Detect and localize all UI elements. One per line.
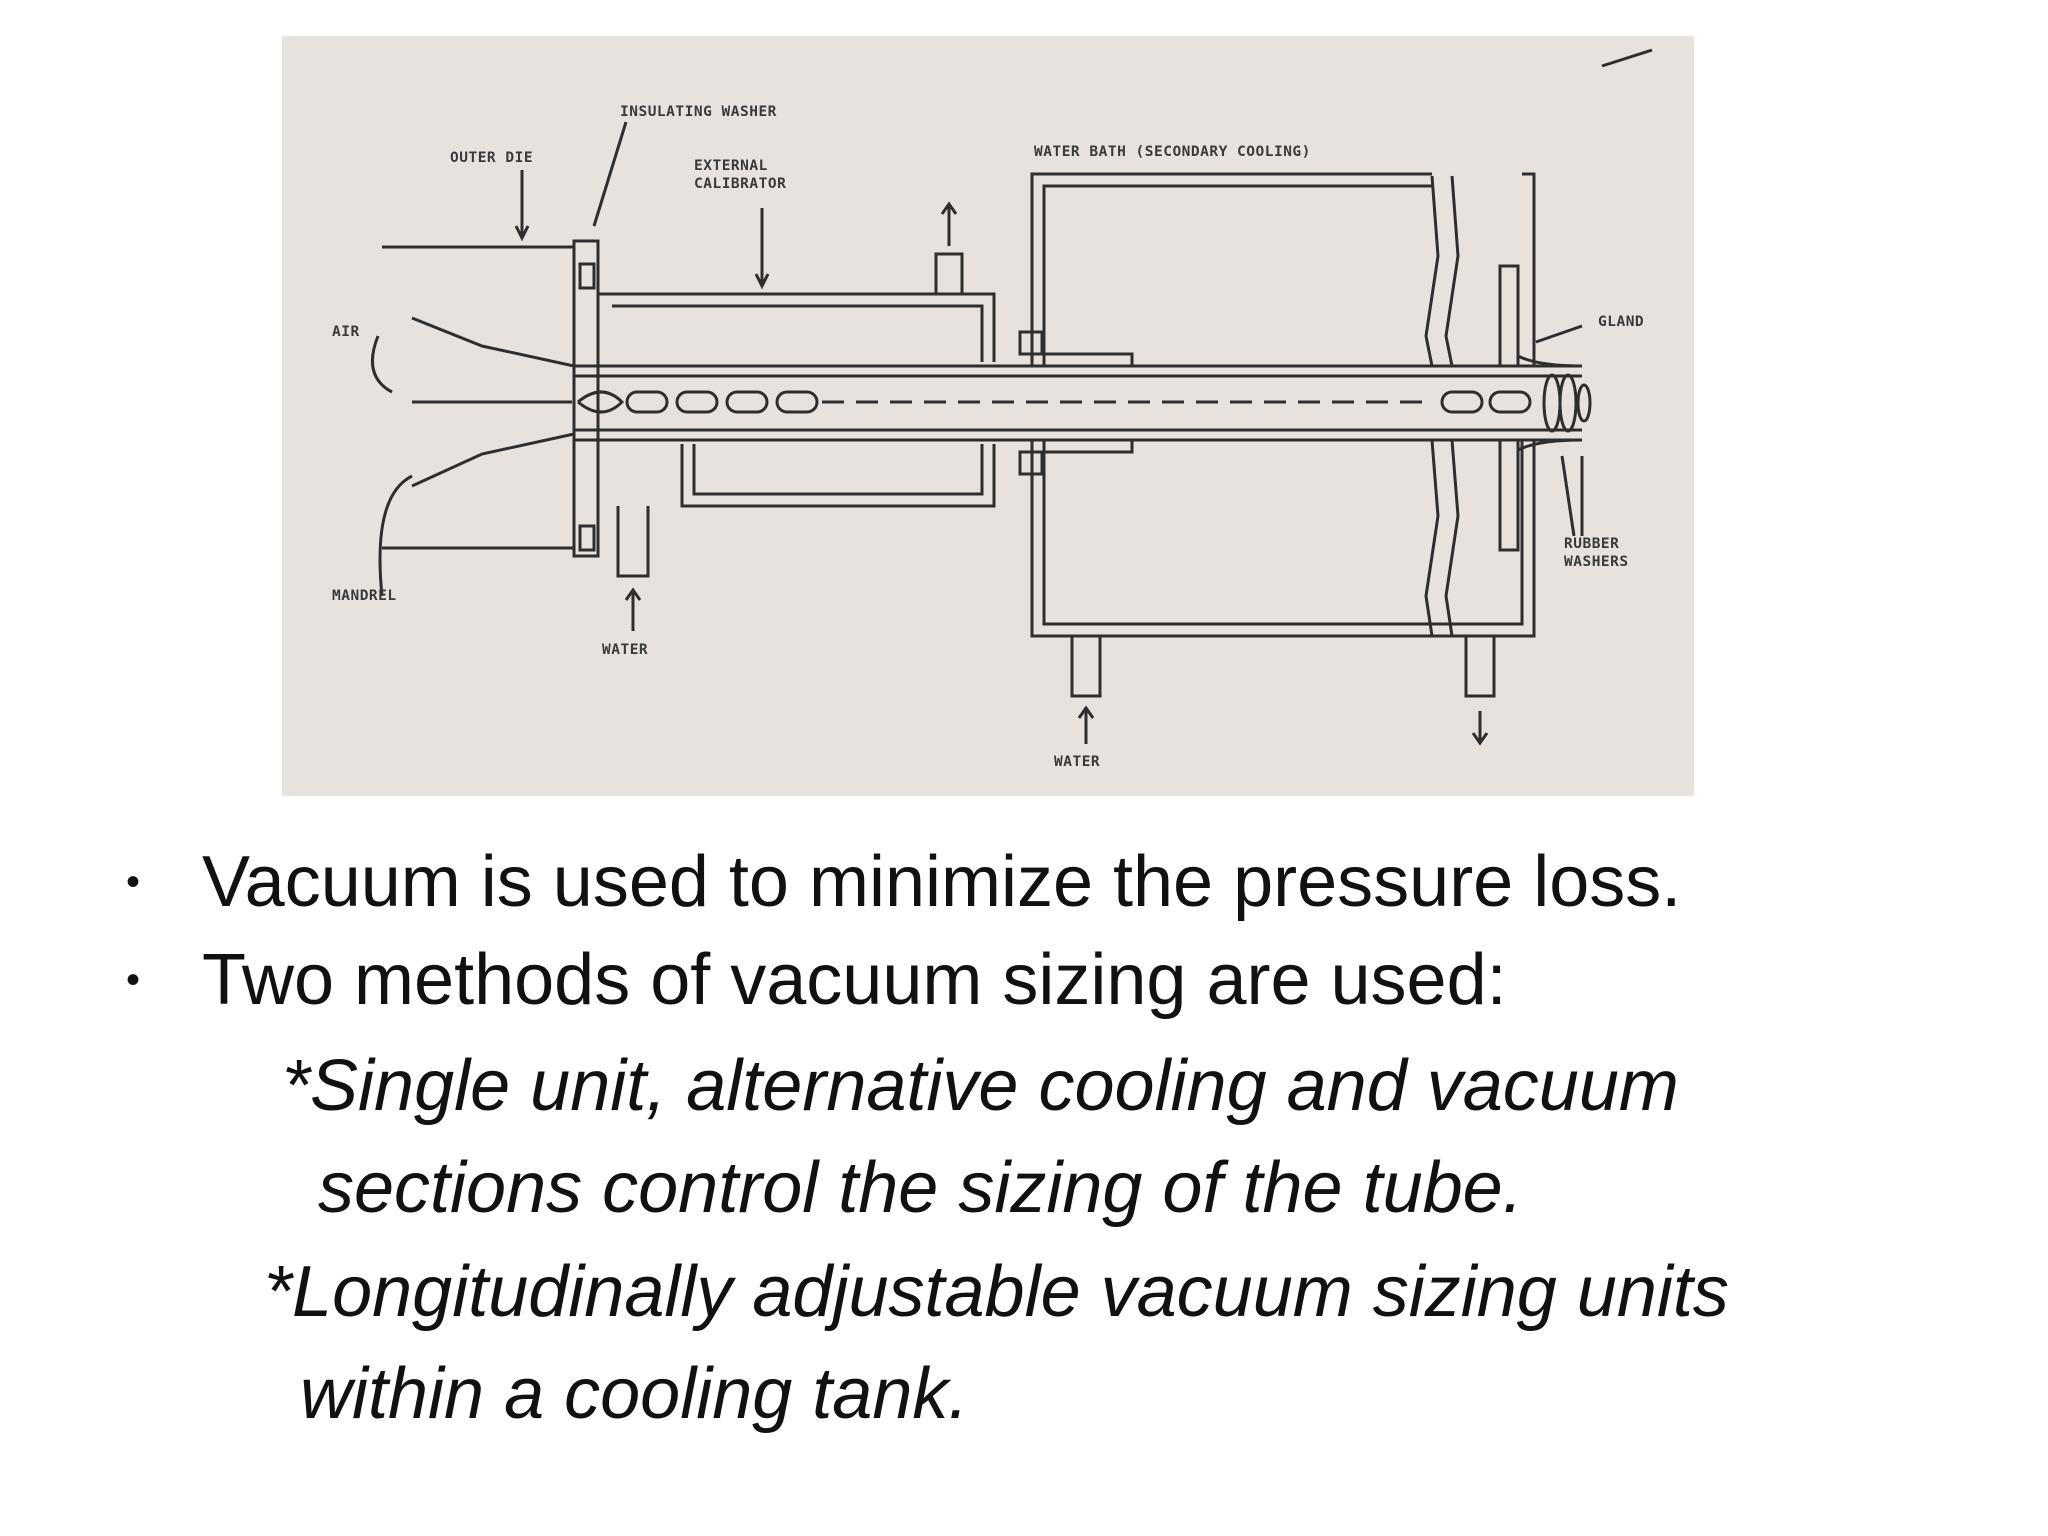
label-water-center: WATER <box>1054 754 1100 770</box>
rubber-washer-3 <box>1576 383 1592 423</box>
bullet-text: Vacuum is used to minimize the pressure … <box>202 842 1682 922</box>
rubber-washer-1 <box>1542 373 1562 433</box>
calibrator-lower <box>680 444 996 508</box>
water-bath-tank-upper <box>1030 172 1432 366</box>
label-outer-die: OUTER DIE <box>450 150 533 166</box>
calibrator-upper <box>598 292 996 362</box>
label-washers: WASHERS <box>1564 554 1629 570</box>
gland-upper <box>1498 264 1520 368</box>
label-insulating-washer: INSULATING WASHER <box>620 104 777 120</box>
air-inlet-lower <box>411 432 575 488</box>
sub-item-text: sections control the sizing of the tube. <box>318 1148 1523 1228</box>
label-water-left: WATER <box>602 642 648 658</box>
label-calibrator: CALIBRATOR <box>694 176 786 192</box>
air-inlet-upper <box>411 316 575 368</box>
outer-die-flange <box>572 239 600 558</box>
rubber-washer-2 <box>1558 373 1578 433</box>
label-external: EXTERNAL <box>694 158 768 174</box>
vacuum-sizing-diagram: INSULATING WASHER OUTER DIE EXTERNAL CAL… <box>282 36 1694 796</box>
bullet-marker: • <box>126 860 141 904</box>
label-rubber: RUBBER <box>1564 536 1619 552</box>
water-bath-tank-lower <box>1030 440 1536 638</box>
die-bolt-top <box>578 262 596 290</box>
gland-lower <box>1498 438 1520 552</box>
bullet-text: Two methods of vacuum sizing are used: <box>202 940 1507 1020</box>
label-water-bath: WATER BATH (SECONDARY COOLING) <box>1034 144 1311 160</box>
label-gland: GLAND <box>1598 314 1644 330</box>
bullet-item: • Two methods of vacuum sizing are used: <box>126 944 1507 1016</box>
label-air: AIR <box>332 324 360 340</box>
bullet-marker: • <box>126 958 141 1002</box>
sub-item-text: within a cooling tank. <box>300 1354 969 1434</box>
bullet-item: • Vacuum is used to minimize the pressur… <box>126 846 1681 918</box>
sub-item-text: *Longitudinally adjustable vacuum sizing… <box>264 1252 1729 1332</box>
label-mandrel: MANDREL <box>332 588 397 604</box>
sub-item-text: *Single unit, alternative cooling and va… <box>282 1046 1679 1126</box>
die-bolt-bottom <box>578 524 596 552</box>
